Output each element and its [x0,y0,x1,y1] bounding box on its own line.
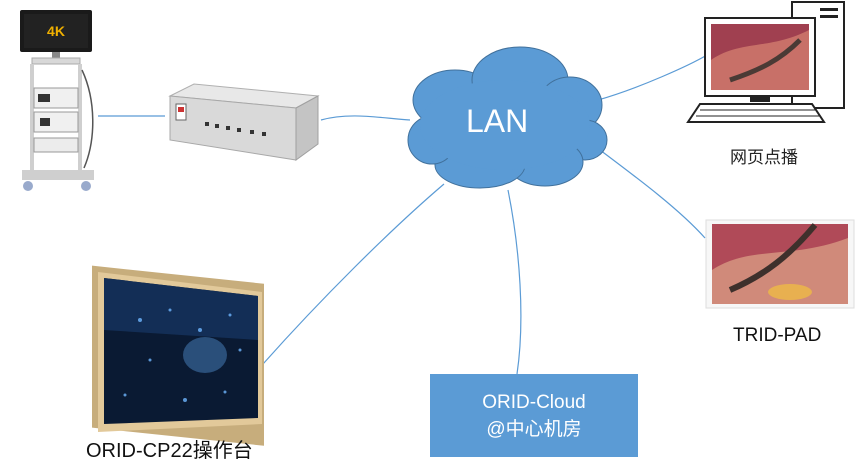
encoder-box-icon [168,83,320,161]
link-lan-console [262,183,445,365]
cloud-server-line2: @中心机房 [486,418,582,440]
link-lan-workstation [597,54,708,101]
link-lan-tablet [599,149,706,239]
link-lan-cloud [507,189,522,375]
desktop-computer-icon [686,1,845,123]
tablet-label: TRID-PAD [733,325,822,346]
console-label: ORID-CP22操作台 [86,440,253,462]
lan-cloud-icon [407,46,608,189]
touch-display-icon [92,265,264,446]
cloud-server-box: ORID-Cloud @中心机房 [430,374,638,457]
lan-label: LAN [466,103,529,139]
connection-lines [98,54,708,375]
link-encoder-lan [320,115,411,121]
endoscopy-tower-icon [20,10,94,191]
workstation-label: 网页点播 [730,148,798,168]
cloud-server-line1: ORID-Cloud [482,391,586,413]
tablet-icon [705,219,855,309]
monitor-4k-badge: 4K [47,23,65,39]
